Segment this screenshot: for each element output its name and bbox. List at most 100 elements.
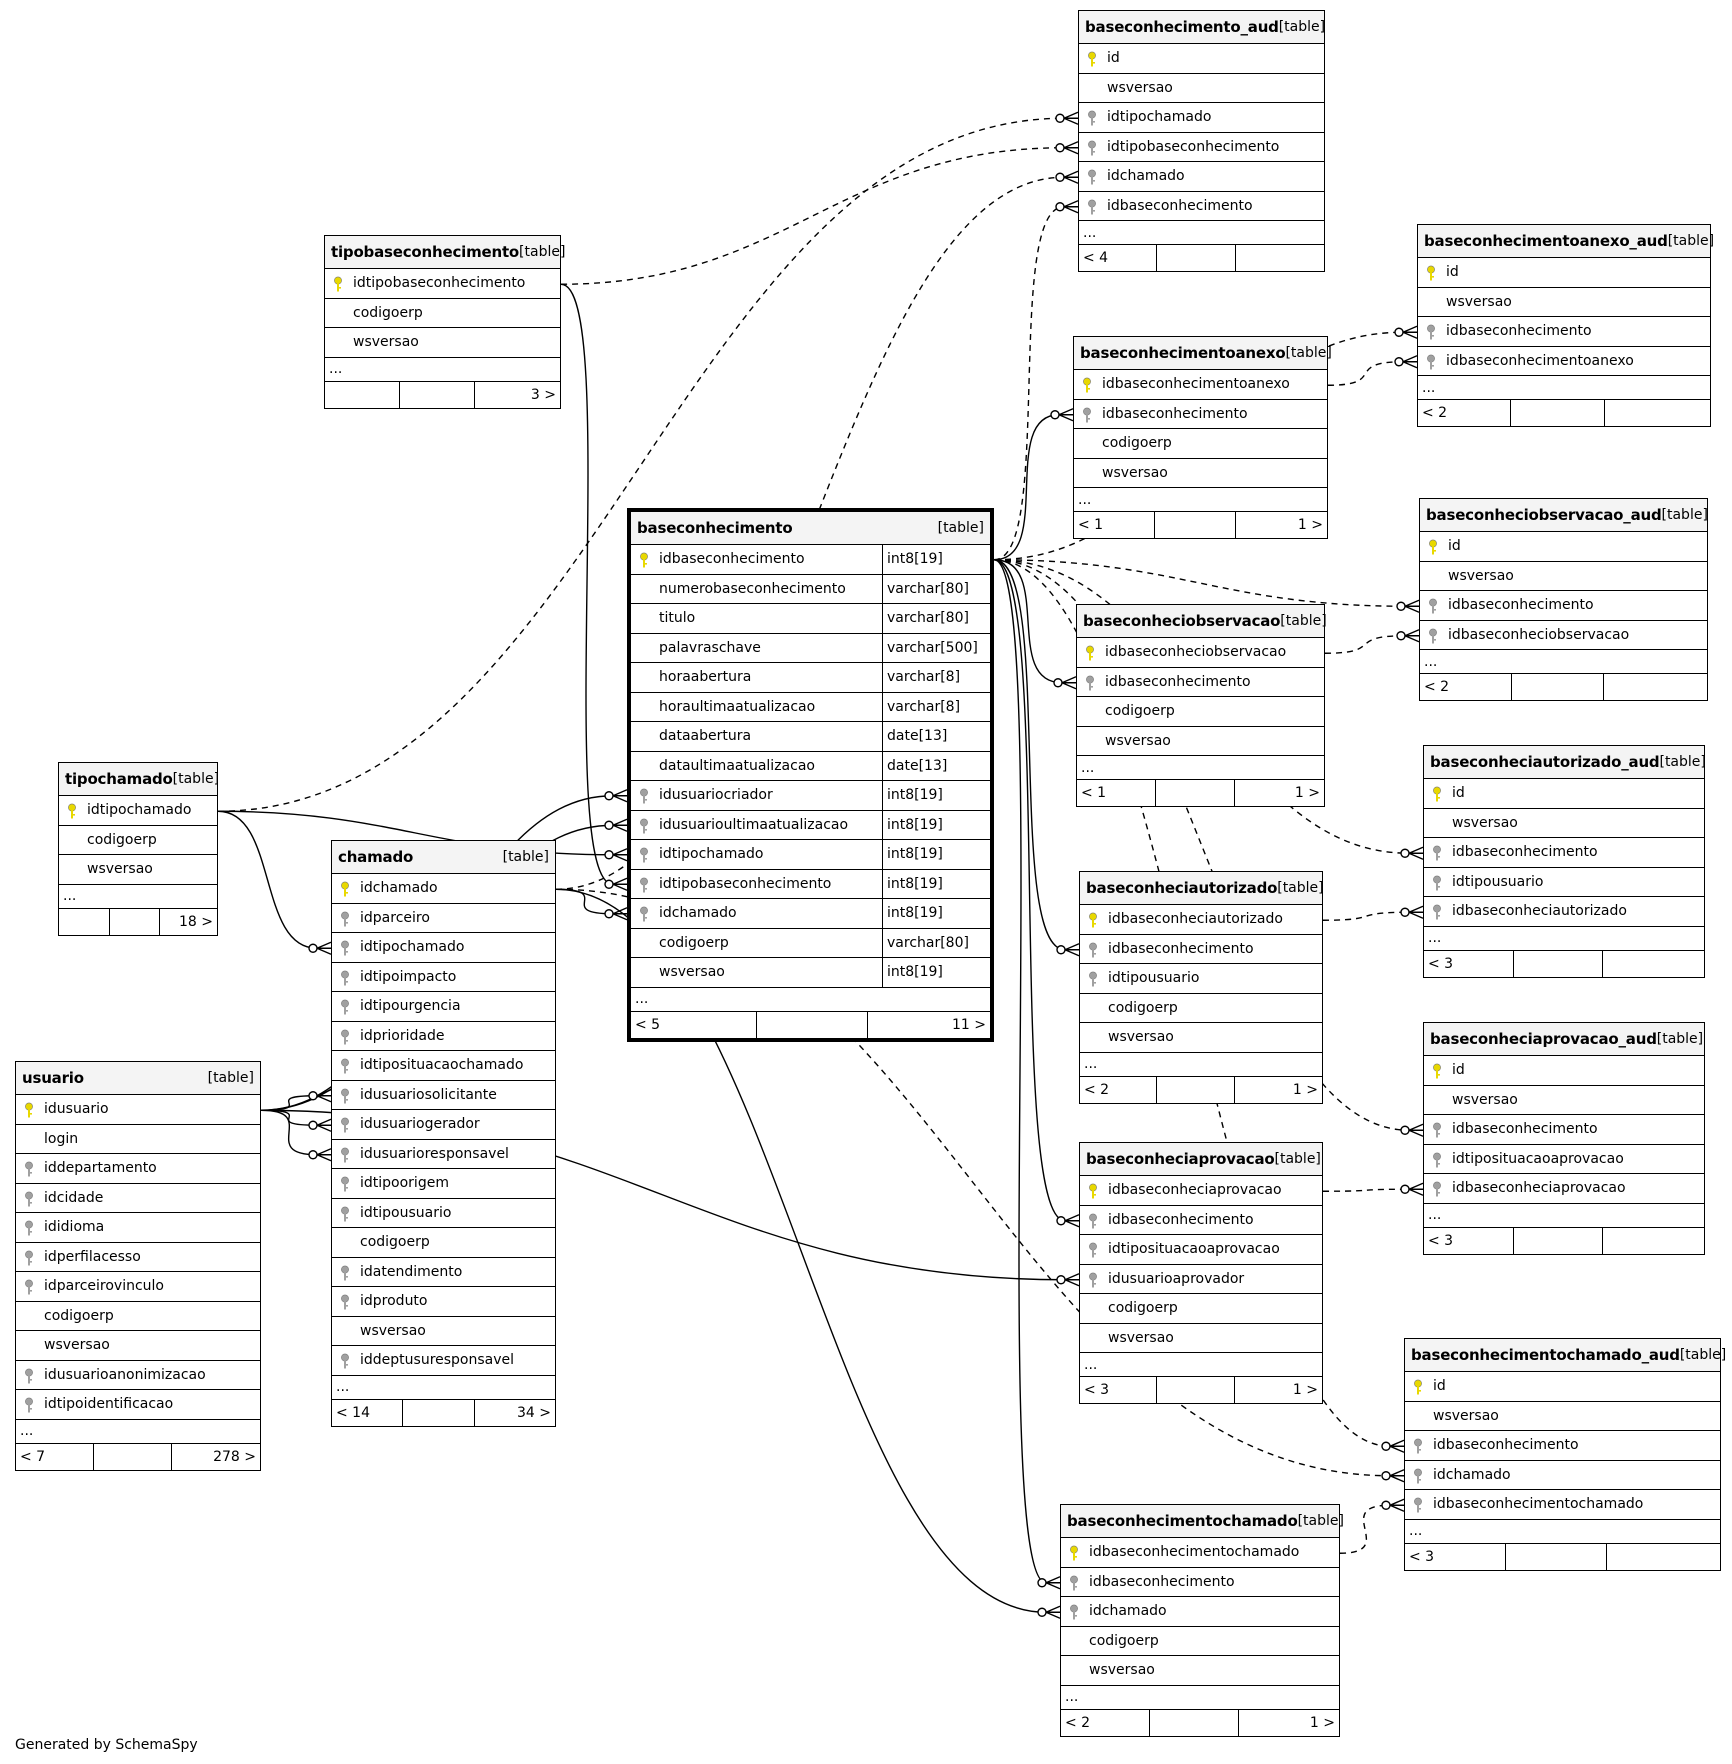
column-row[interactable]: idbaseconhecimento [1420, 591, 1707, 621]
column-row[interactable]: idtipochamado [59, 796, 217, 826]
column-row[interactable]: idparceiro [332, 904, 555, 933]
column-row[interactable]: wsversao [332, 1317, 555, 1346]
column-row[interactable]: idbaseconhecimentochamado [1061, 1538, 1339, 1568]
column-row[interactable]: iddepartamento [16, 1154, 260, 1184]
column-row[interactable]: codigoerp [59, 826, 217, 855]
column-row[interactable]: idbaseconhecimento [1424, 1115, 1704, 1145]
column-row[interactable]: idtipochamado [1079, 103, 1324, 133]
table-baseconheciautorizado[interactable]: baseconheciautorizado[table]idbaseconhec… [1079, 871, 1324, 1104]
column-row[interactable]: wsversao [1074, 459, 1327, 488]
column-row[interactable]: idtipousuario [332, 1199, 555, 1228]
column-row[interactable]: idbaseconhecimentoanexo [1418, 347, 1710, 376]
column-row[interactable]: idbaseconhecimento [1079, 192, 1324, 221]
column-row[interactable]: wsversao [1079, 74, 1324, 103]
column-row[interactable]: idcidade [16, 1184, 260, 1213]
column-row[interactable]: codigoerp [332, 1228, 555, 1258]
column-row[interactable]: idbaseconheciobservacao [1077, 638, 1324, 668]
column-row[interactable]: idbaseconhecimento [1405, 1431, 1720, 1461]
column-row[interactable]: codigoerp [16, 1302, 260, 1331]
column-row[interactable]: idperfilacesso [16, 1243, 260, 1272]
column-row[interactable]: idatendimento [332, 1258, 555, 1287]
column-row[interactable]: idtipousuario [1424, 868, 1704, 897]
column-row[interactable]: idchamado [1061, 1597, 1339, 1627]
column-row[interactable]: idusuarioaprovador [1080, 1265, 1322, 1294]
column-row[interactable]: idbaseconheciautorizado [1424, 897, 1704, 927]
column-row[interactable]: codigoerp [1061, 1627, 1339, 1656]
table-baseconheciobservacao[interactable]: baseconheciobservacao[table]idbaseconhec… [1076, 604, 1327, 807]
column-row[interactable]: id [1079, 44, 1324, 74]
column-row[interactable]: codigoerp [1074, 429, 1327, 459]
table-tipobaseconhecimento[interactable]: tipobaseconhecimento[table]idtipobasecon… [324, 235, 565, 409]
column-row[interactable]: idbaseconheciautorizado [1080, 905, 1322, 935]
column-row[interactable]: idtipobaseconhecimento [1079, 133, 1324, 162]
column-row[interactable]: idtipousuario [1080, 964, 1322, 994]
column-row[interactable]: idusuarioresponsavel [332, 1140, 555, 1169]
column-row[interactable]: iddeptusuresponsavel [332, 1346, 555, 1376]
column-row[interactable]: idtipourgencia [332, 992, 555, 1022]
column-row[interactable]: idtipobaseconhecimento [325, 269, 560, 299]
column-row[interactable]: idbaseconhecimentochamado [1405, 1490, 1720, 1520]
column-row[interactable]: idbaseconheciaprovacao [1424, 1174, 1704, 1204]
column-row[interactable]: idchamado [1079, 162, 1324, 192]
column-row[interactable]: idtipochamado [332, 933, 555, 963]
column-row[interactable]: id [1418, 258, 1710, 288]
table-baseconhecimentoanexo[interactable]: baseconhecimentoanexo[table]idbaseconhec… [1073, 336, 1332, 539]
column-row[interactable]: idusuarioanonimizacao [16, 1361, 260, 1390]
column-row[interactable]: idtiposituacaoaprovacao [1424, 1145, 1704, 1174]
column-row[interactable]: idbaseconhecimento [1080, 935, 1322, 964]
column-row[interactable]: codigoerp [1080, 994, 1322, 1023]
column-row[interactable]: idchamado [1405, 1461, 1720, 1490]
column-row[interactable]: wsversao [1077, 727, 1324, 756]
column-row[interactable]: idparceirovinculo [16, 1272, 260, 1302]
column-row[interactable]: idbaseconheciobservacao [1420, 621, 1707, 650]
table-baseconhecimentochamado[interactable]: baseconhecimentochamado[table]idbaseconh… [1060, 1504, 1344, 1737]
column-row[interactable]: codigoerp [1080, 1294, 1322, 1324]
column-row[interactable]: wsversao [1424, 809, 1704, 838]
column-row[interactable]: codigoerp [1077, 697, 1324, 727]
column-row[interactable]: wsversao [1405, 1402, 1720, 1431]
column-row[interactable]: id [1424, 779, 1704, 809]
column-row[interactable]: wsversao [1061, 1656, 1339, 1686]
column-row[interactable]: idbaseconheciaprovacao [1080, 1176, 1322, 1206]
column-row[interactable]: wsversao [59, 855, 217, 885]
column-row[interactable]: codigoerp [325, 299, 560, 328]
column-row[interactable]: idbaseconhecimento [1077, 668, 1324, 697]
column-row[interactable]: idusuariogerador [332, 1110, 555, 1140]
column-row[interactable]: idbaseconhecimentoanexo [1074, 370, 1327, 400]
column-row[interactable]: idtipoidentificacao [16, 1390, 260, 1420]
table-baseconheciaprovacao[interactable]: baseconheciaprovacao[table]idbaseconheci… [1079, 1142, 1323, 1404]
column-row[interactable]: wsversao [1420, 562, 1707, 591]
column-row[interactable]: ididioma [16, 1213, 260, 1243]
column-row[interactable]: idbaseconhecimento [1418, 317, 1710, 347]
table-baseconhecimento[interactable]: baseconhecimento[table]idbaseconheciment… [627, 508, 994, 1042]
column-row[interactable]: idbaseconhecimento [1061, 1568, 1339, 1597]
column-row[interactable]: id [1420, 532, 1707, 562]
column-row[interactable]: idtiposituacaoaprovacao [1080, 1235, 1322, 1265]
column-row[interactable]: wsversao [16, 1331, 260, 1361]
column-row[interactable]: idbaseconhecimento [1424, 838, 1704, 868]
column-row[interactable]: idbaseconhecimento [1074, 400, 1327, 429]
